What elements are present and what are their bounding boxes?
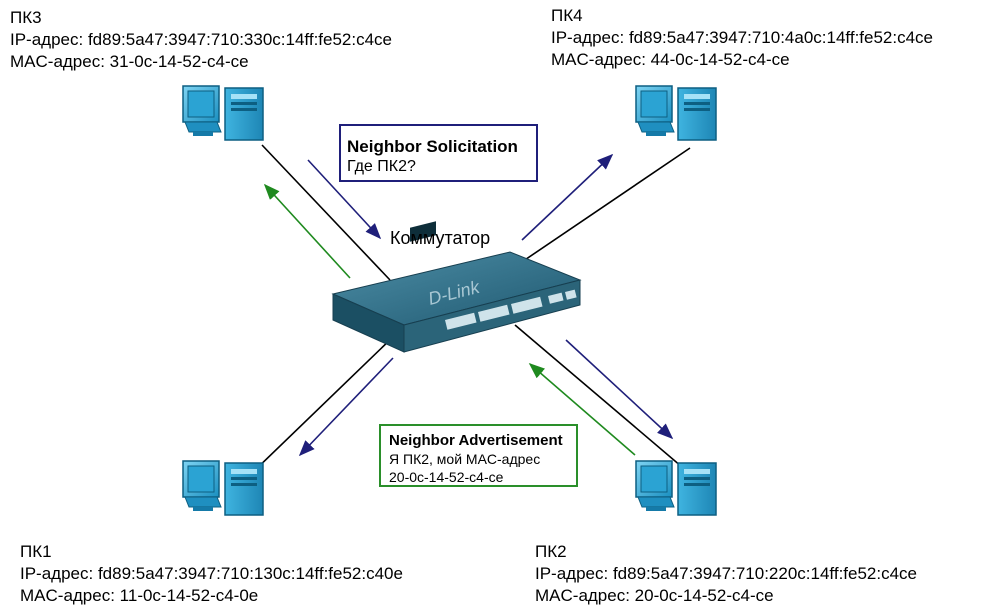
link-pc4-switch [509, 147, 691, 271]
pc4-mac: MAC-адрес: 44-0c-14-52-c4-ce [551, 50, 790, 69]
solicitation-text: Где ПК2? [347, 158, 416, 175]
solicitation-title: Neighbor Solicitation [347, 137, 518, 156]
pc1-label: ПК1 IP-адрес: fd89:5a47:3947:710:130c:14… [20, 541, 403, 607]
neighbor-advertisement-callout: Neighbor Advertisement Я ПК2, мой MAC-ад… [379, 424, 578, 487]
pc2-computer-icon [635, 460, 717, 516]
advertisement-arrow-to-pc3 [263, 183, 351, 279]
pc4-label: ПК4 IP-адрес: fd89:5a47:3947:710:4a0c:14… [551, 5, 933, 71]
neighbor-solicitation-callout: Neighbor Solicitation Где ПК2? [339, 124, 538, 182]
pc1-mac: MAC-адрес: 11-0c-14-52-c4-0e [20, 586, 259, 605]
pc3-ip: IP-адрес: fd89:5a47:3947:710:330c:14ff:f… [10, 30, 393, 49]
advertisement-arrow-to-switch [528, 362, 636, 456]
advertisement-text-1: Я ПК2, мой MAC-адрес [389, 451, 541, 467]
pc2-name: ПК2 [535, 542, 567, 561]
advertisement-text-2: 20-0c-14-52-c4-ce [389, 469, 504, 485]
link-pc1-switch [249, 334, 396, 476]
link-pc2-switch [514, 324, 696, 479]
pc4-computer-icon [635, 85, 717, 141]
advertisement-title: Neighbor Advertisement [389, 432, 563, 449]
solicitation-arrow-pc1 [298, 357, 394, 457]
solicitation-arrow-pc3 [307, 159, 382, 240]
pc2-ip: IP-адрес: fd89:5a47:3947:710:220c:14ff:f… [535, 564, 918, 583]
pc1-name: ПК1 [20, 542, 52, 561]
pc1-computer-icon [182, 460, 264, 516]
pc3-name: ПК3 [10, 8, 42, 27]
solicitation-arrow-pc2 [565, 339, 674, 440]
pc3-label: ПК3 IP-адрес: fd89:5a47:3947:710:330c:14… [10, 7, 392, 73]
solicitation-arrow-pc4 [521, 153, 614, 241]
switch-label: Коммутатор [390, 228, 491, 248]
pc3-computer-icon [182, 85, 264, 141]
link-pc3-switch [261, 144, 391, 281]
pc3-mac: MAC-адрес: 31-0c-14-52-c4-ce [10, 52, 249, 71]
pc2-mac: MAC-адрес: 20-0c-14-52-c4-ce [535, 586, 774, 605]
switch-icon: D-Link [331, 221, 582, 353]
pc4-name: ПК4 [551, 6, 583, 25]
pc1-ip: IP-адрес: fd89:5a47:3947:710:130c:14ff:f… [20, 564, 403, 583]
pc2-label: ПК2 IP-адрес: fd89:5a47:3947:710:220c:14… [535, 541, 917, 607]
pc4-ip: IP-адрес: fd89:5a47:3947:710:4a0c:14ff:f… [551, 28, 934, 47]
